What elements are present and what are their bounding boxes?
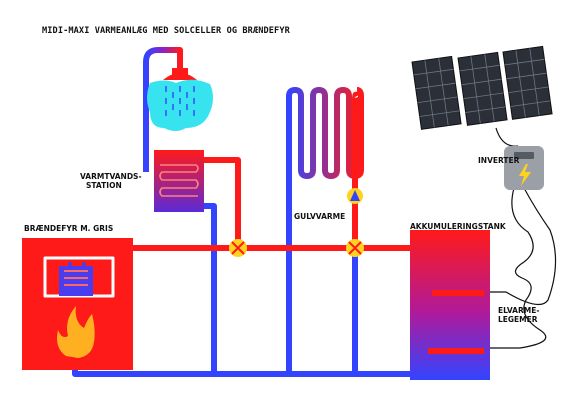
- tank-label: AKKUMULERINGSTANK: [410, 222, 506, 231]
- heater-label-line1: ELVARME-: [498, 306, 540, 315]
- shower-head-icon: [147, 68, 213, 131]
- station-supply-pipe: [204, 157, 241, 246]
- heating-elements: [428, 290, 484, 354]
- valve-icon: [229, 239, 247, 257]
- valve-icon: [346, 239, 364, 257]
- accumulation-tank: [410, 230, 490, 380]
- solar-panel-icon: [457, 51, 508, 126]
- hot-water-station: [154, 150, 204, 212]
- pump-icon: [347, 188, 363, 204]
- stove-label: BRÆNDEFYR M. GRIS: [24, 224, 114, 233]
- diagram-title: MIDI-MAXI VARMEANLÆG MED SOLCELLER OG BR…: [42, 26, 290, 36]
- heating-elements-label: ELVARME- LEGEMER: [498, 306, 539, 324]
- floor-heating-label: GULVVARME: [294, 212, 346, 221]
- station-label-line2: STATION: [86, 181, 122, 190]
- solar-panel-icon: [502, 45, 553, 120]
- station-label: VARMTVANDS- STATION: [80, 172, 142, 190]
- stove: [22, 238, 133, 370]
- solar-panel-icon: [411, 55, 462, 130]
- inverter-label: INVERTER: [478, 156, 520, 165]
- inverter-icon: [504, 146, 544, 190]
- shower-pipe: [143, 47, 183, 172]
- lightning-icon: [519, 164, 531, 186]
- floor-heating-loop: [286, 87, 364, 182]
- heater-label-line2: LEGEMER: [498, 315, 538, 324]
- flame-icon: [57, 306, 95, 358]
- station-label-line1: VARMTVANDS-: [80, 172, 142, 181]
